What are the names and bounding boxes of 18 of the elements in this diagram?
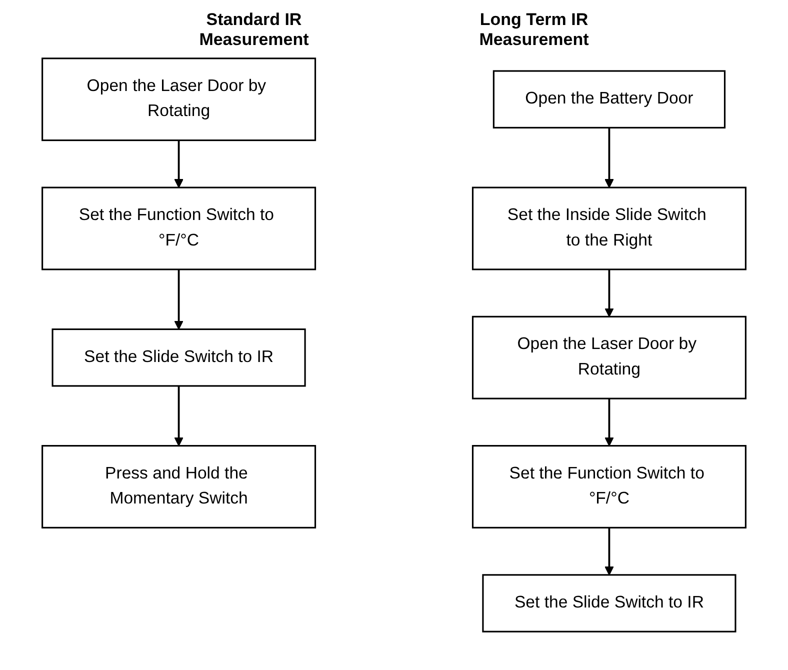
arrow — [174, 269, 184, 330]
node-box: Set the Function Switch to °F/°C — [42, 186, 316, 270]
arrow — [174, 386, 184, 446]
arrow — [604, 269, 614, 318]
node-box: Set the Slide Switch to IR — [482, 574, 736, 632]
node-box: Open the Laser Door by Rotating — [42, 58, 316, 142]
column-heading: Long Term IR Measurement — [478, 10, 590, 50]
column-heading: Standard IR Measurement — [198, 10, 310, 50]
node-box: Set the Inside Slide Switch to the Right — [472, 186, 746, 270]
arrow — [174, 140, 184, 188]
arrow — [604, 128, 614, 188]
node-box: Open the Battery Door — [492, 70, 726, 128]
node-box: Open the Laser Door by Rotating — [472, 316, 746, 400]
node-box: Set the Function Switch to °F/°C — [472, 445, 746, 528]
arrow — [604, 528, 614, 576]
arrow — [604, 398, 614, 446]
node-box: Set the Slide Switch to IR — [52, 328, 306, 387]
node-box: Press and Hold the Momentary Switch — [42, 445, 316, 528]
